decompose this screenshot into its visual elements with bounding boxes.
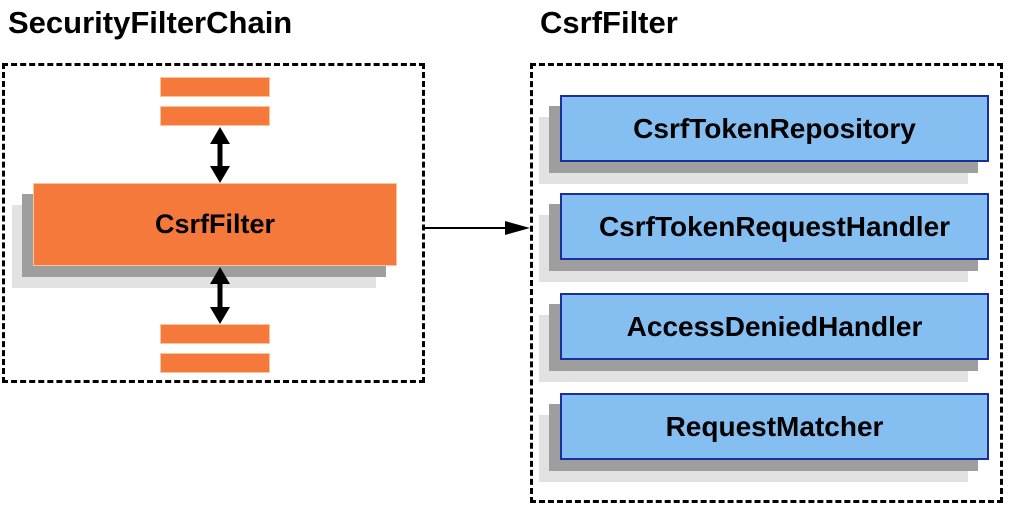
flow-arrow-right-icon (423, 221, 530, 235)
component-request-matcher: RequestMatcher (560, 393, 989, 460)
filter-chain-bar-top-2 (160, 106, 270, 126)
csrf-filter-node-label: CsrfFilter (154, 209, 276, 239)
security-filter-chain-title: SecurityFilterChain (8, 5, 293, 40)
csrf-filter-container: CsrfTokenRepository CsrfTokenRequestHand… (530, 63, 1003, 503)
component-csrf-token-request-handler: CsrfTokenRequestHandler (560, 193, 989, 260)
security-filter-chain-container: CsrfFilter (2, 63, 425, 383)
component-label: CsrfTokenRepository (633, 112, 916, 144)
filter-chain-bar-top-1 (160, 77, 270, 97)
filter-chain-bar-bottom-1 (160, 324, 270, 344)
component-access-denied-handler: AccessDeniedHandler (560, 293, 989, 360)
csrf-filter-node: CsrfFilter (33, 183, 397, 266)
bidirectional-arrow-icon (210, 267, 230, 324)
component-label: RequestMatcher (665, 410, 884, 442)
component-csrf-token-repository: CsrfTokenRepository (560, 95, 989, 162)
csrf-filter-title: CsrfFilter (540, 5, 678, 40)
filter-chain-bar-bottom-2 (160, 353, 270, 373)
bidirectional-arrow-icon (210, 127, 230, 183)
component-label: AccessDeniedHandler (626, 310, 923, 342)
component-label: CsrfTokenRequestHandler (598, 210, 951, 242)
